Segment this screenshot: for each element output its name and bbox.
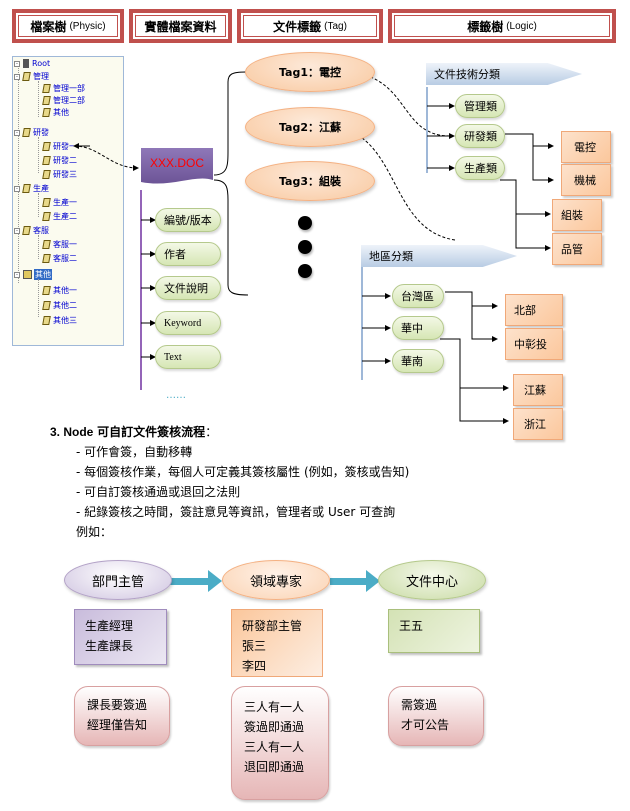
tree-node-leaf[interactable]: 管理二部 <box>42 95 85 106</box>
ellipsis-dot <box>298 216 312 230</box>
header-tag-tree-label: 標籤樹 <box>467 19 504 34</box>
flow-stage-ellipse[interactable]: 部門主管 <box>64 560 172 600</box>
tech-category-item[interactable]: 生產類 <box>455 156 505 180</box>
ellipsis-dot <box>298 240 312 254</box>
tech-category-item[interactable]: 研發類 <box>455 124 505 148</box>
folder-icon <box>42 142 51 151</box>
folder-icon <box>42 84 51 93</box>
flow-stage-members: 生產經理 生產課長 <box>74 609 167 665</box>
header-file-tree: 檔案樹(Physic) <box>12 9 124 43</box>
folder-icon <box>42 301 51 310</box>
doc-attr-version[interactable]: 編號/版本 <box>155 208 221 232</box>
tag-ellipse[interactable]: Tag1：電控 <box>245 52 375 92</box>
tree-node-leaf[interactable]: 研發三 <box>42 169 77 180</box>
folder-icon <box>42 254 51 263</box>
folder-icon <box>42 170 51 179</box>
flow-stage-ellipse[interactable]: 領域專家 <box>222 560 330 600</box>
tree-node-leaf[interactable]: 生產一 <box>42 197 77 208</box>
folder-icon <box>42 198 51 207</box>
tree-node-group[interactable]: -研發 <box>14 128 49 137</box>
flow-stage-rule: 課長要簽過 經理僅告知 <box>74 686 170 746</box>
header-tag-tree: 標籤樹(Logic) <box>388 9 616 43</box>
section-3-bullet: - 紀錄簽核之時間，簽註意見等資訊，管理者或 User 可查詢 <box>76 505 396 519</box>
header-physical-data: 實體檔案資料 <box>129 9 232 43</box>
tree-node-leaf[interactable]: 其他 <box>42 107 69 118</box>
doc-attr-description[interactable]: 文件說明 <box>155 276 221 300</box>
header-physical-data-label: 實體檔案資料 <box>144 19 217 34</box>
document-name: XXX.DOC <box>149 156 204 170</box>
tree-node-leaf[interactable]: 研發二 <box>42 155 77 166</box>
tree-node-leaf[interactable]: 研發一 <box>42 141 77 152</box>
region-leaf[interactable]: 北部 <box>505 294 563 326</box>
server-icon <box>23 59 29 68</box>
tree-node-leaf[interactable]: 其他三 <box>42 315 77 326</box>
header-file-tree-label: 檔案樹 <box>30 19 67 34</box>
folder-icon <box>22 128 31 137</box>
folder-icon <box>22 184 31 193</box>
tag-ellipse[interactable]: Tag2：江蘇 <box>245 107 375 147</box>
open-folder-icon <box>23 270 32 279</box>
folder-icon <box>42 316 51 325</box>
tech-leaf[interactable]: 品管 <box>552 233 602 265</box>
region-category-item[interactable]: 台灣區 <box>392 284 444 308</box>
tree-node-leaf[interactable]: 其他二 <box>42 300 77 311</box>
header-doc-tags: 文件標籤(Tag) <box>237 9 383 43</box>
region-category-banner: 地區分類 <box>361 245 517 267</box>
document-shape[interactable]: XXX.DOC <box>141 148 213 186</box>
tag-ellipse[interactable]: Tag3：組裝 <box>245 161 375 201</box>
ellipsis-dot <box>298 264 312 278</box>
header-doc-tags-en: (Tag) <box>324 20 347 32</box>
file-tree-panel: -Root -管理 管理一部 管理二部 其他 -研發 研發一 研發二 研發三 -… <box>12 56 124 346</box>
folder-icon <box>22 226 31 235</box>
region-category-item[interactable]: 華中 <box>392 316 444 340</box>
folder-icon <box>42 212 51 221</box>
section-3: 3. Node 可自訂文件簽核流程： - 可作會簽，自動移轉 - 每個簽核作業，… <box>50 422 409 542</box>
doc-attr-text[interactable]: Text <box>155 345 221 369</box>
flow-stage-rule: 需簽過 才可公告 <box>388 686 484 746</box>
flow-stage-ellipse[interactable]: 文件中心 <box>378 560 486 600</box>
tree-node-root[interactable]: -Root <box>14 59 51 68</box>
region-leaf[interactable]: 中彰投 <box>505 328 563 360</box>
folder-icon <box>42 286 51 295</box>
header-doc-tags-label: 文件標籤 <box>273 19 322 34</box>
tech-category-item[interactable]: 管理類 <box>455 94 505 118</box>
tree-node-leaf[interactable]: 客服二 <box>42 253 77 264</box>
tree-node-group[interactable]: -生產 <box>14 184 49 193</box>
section-3-bullet: - 可自訂簽核通過或退回之法則 <box>76 485 241 499</box>
tech-category-banner: 文件技術分類 <box>426 63 582 85</box>
tree-node-group[interactable]: -客服 <box>14 226 49 235</box>
tree-node-leaf[interactable]: 生產二 <box>42 211 77 222</box>
flow-stage-members: 研發部主管 張三 李四 <box>231 609 323 677</box>
section-3-example-label: 例如： <box>76 525 113 539</box>
tree-node-leaf[interactable]: 客服一 <box>42 239 77 250</box>
section-3-title: 3. Node 可自訂文件簽核流程： <box>50 425 218 439</box>
folder-icon <box>42 156 51 165</box>
flow-stage-members: 王五 <box>388 609 480 653</box>
tree-node-leaf[interactable]: 管理一部 <box>42 83 85 94</box>
folder-icon <box>42 96 51 105</box>
tree-node-group-selected[interactable]: -其他 <box>14 269 52 280</box>
header-tag-tree-en: (Logic) <box>506 20 537 32</box>
region-leaf[interactable]: 江蘇 <box>513 374 563 406</box>
tree-node-leaf[interactable]: 其他一 <box>42 285 77 296</box>
doc-attr-keyword[interactable]: Keyword <box>155 311 221 335</box>
tech-leaf[interactable]: 電控 <box>561 131 611 163</box>
folder-icon <box>42 240 51 249</box>
region-leaf[interactable]: 浙江 <box>513 408 563 440</box>
tech-leaf[interactable]: 組裝 <box>552 199 602 231</box>
section-3-bullet: - 可作會簽，自動移轉 <box>76 445 193 459</box>
folder-icon <box>42 108 51 117</box>
tech-leaf[interactable]: 機械 <box>561 164 611 196</box>
header-file-tree-en: (Physic) <box>69 20 106 32</box>
doc-attr-author[interactable]: 作者 <box>155 242 221 266</box>
doc-attr-more: …… <box>166 390 186 401</box>
section-3-bullet: - 每個簽核作業，每個人可定義其簽核屬性 (例如，簽核或告知) <box>76 465 410 479</box>
tree-node-group[interactable]: -管理 <box>14 72 49 81</box>
folder-icon <box>22 72 31 81</box>
region-category-item[interactable]: 華南 <box>392 349 444 373</box>
flow-stage-rule: 三人有一人 簽過即通過 三人有一人 退回即通過 <box>231 686 329 800</box>
